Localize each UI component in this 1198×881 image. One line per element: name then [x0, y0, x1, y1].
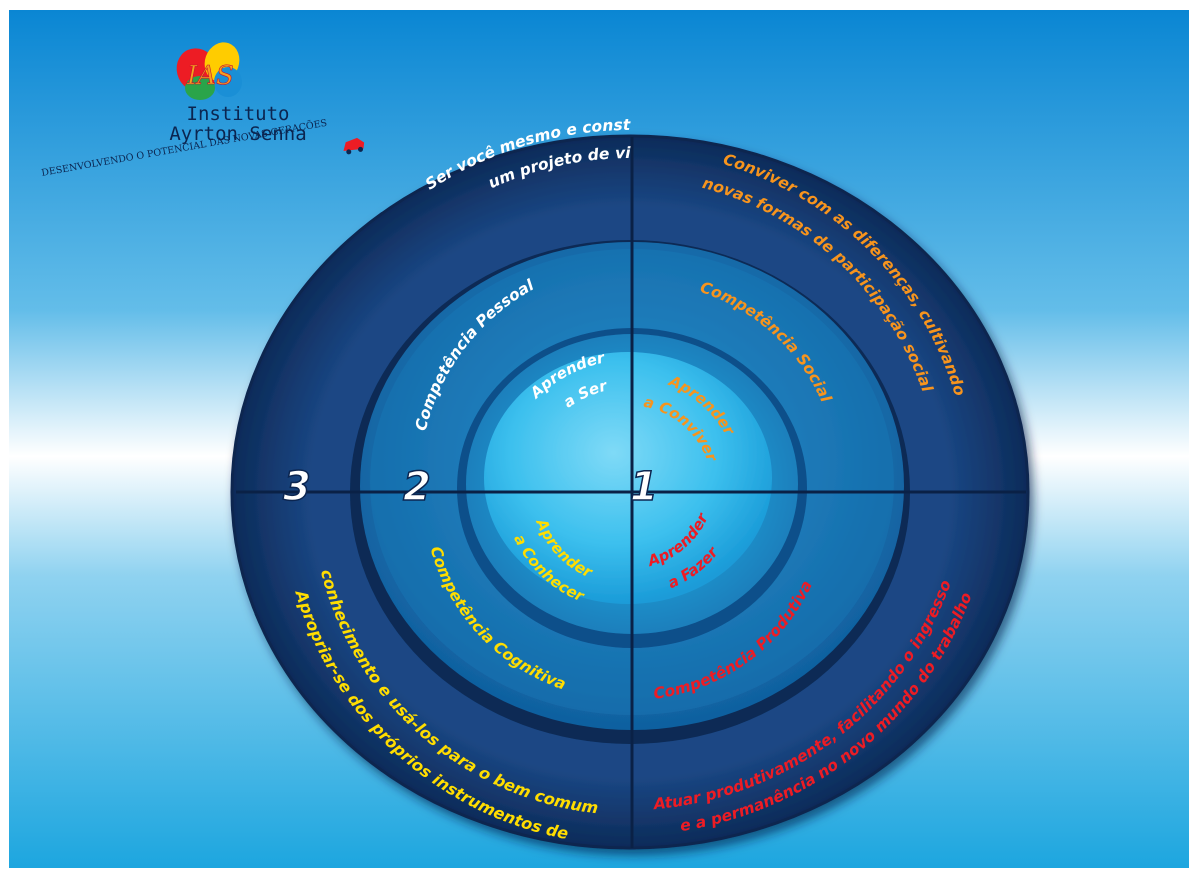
logo-line1: Instituto: [187, 103, 290, 125]
number-three: 3: [283, 464, 311, 510]
core-circle: [484, 352, 772, 604]
car-icon: [343, 137, 365, 155]
logo-line2: Ayrton Senna: [169, 123, 306, 145]
number-one: 1: [630, 464, 658, 510]
number-two: 2: [403, 464, 431, 510]
logo-mark-icon: IAS: [176, 42, 242, 100]
logo-mark-letters: IAS: [186, 61, 234, 91]
